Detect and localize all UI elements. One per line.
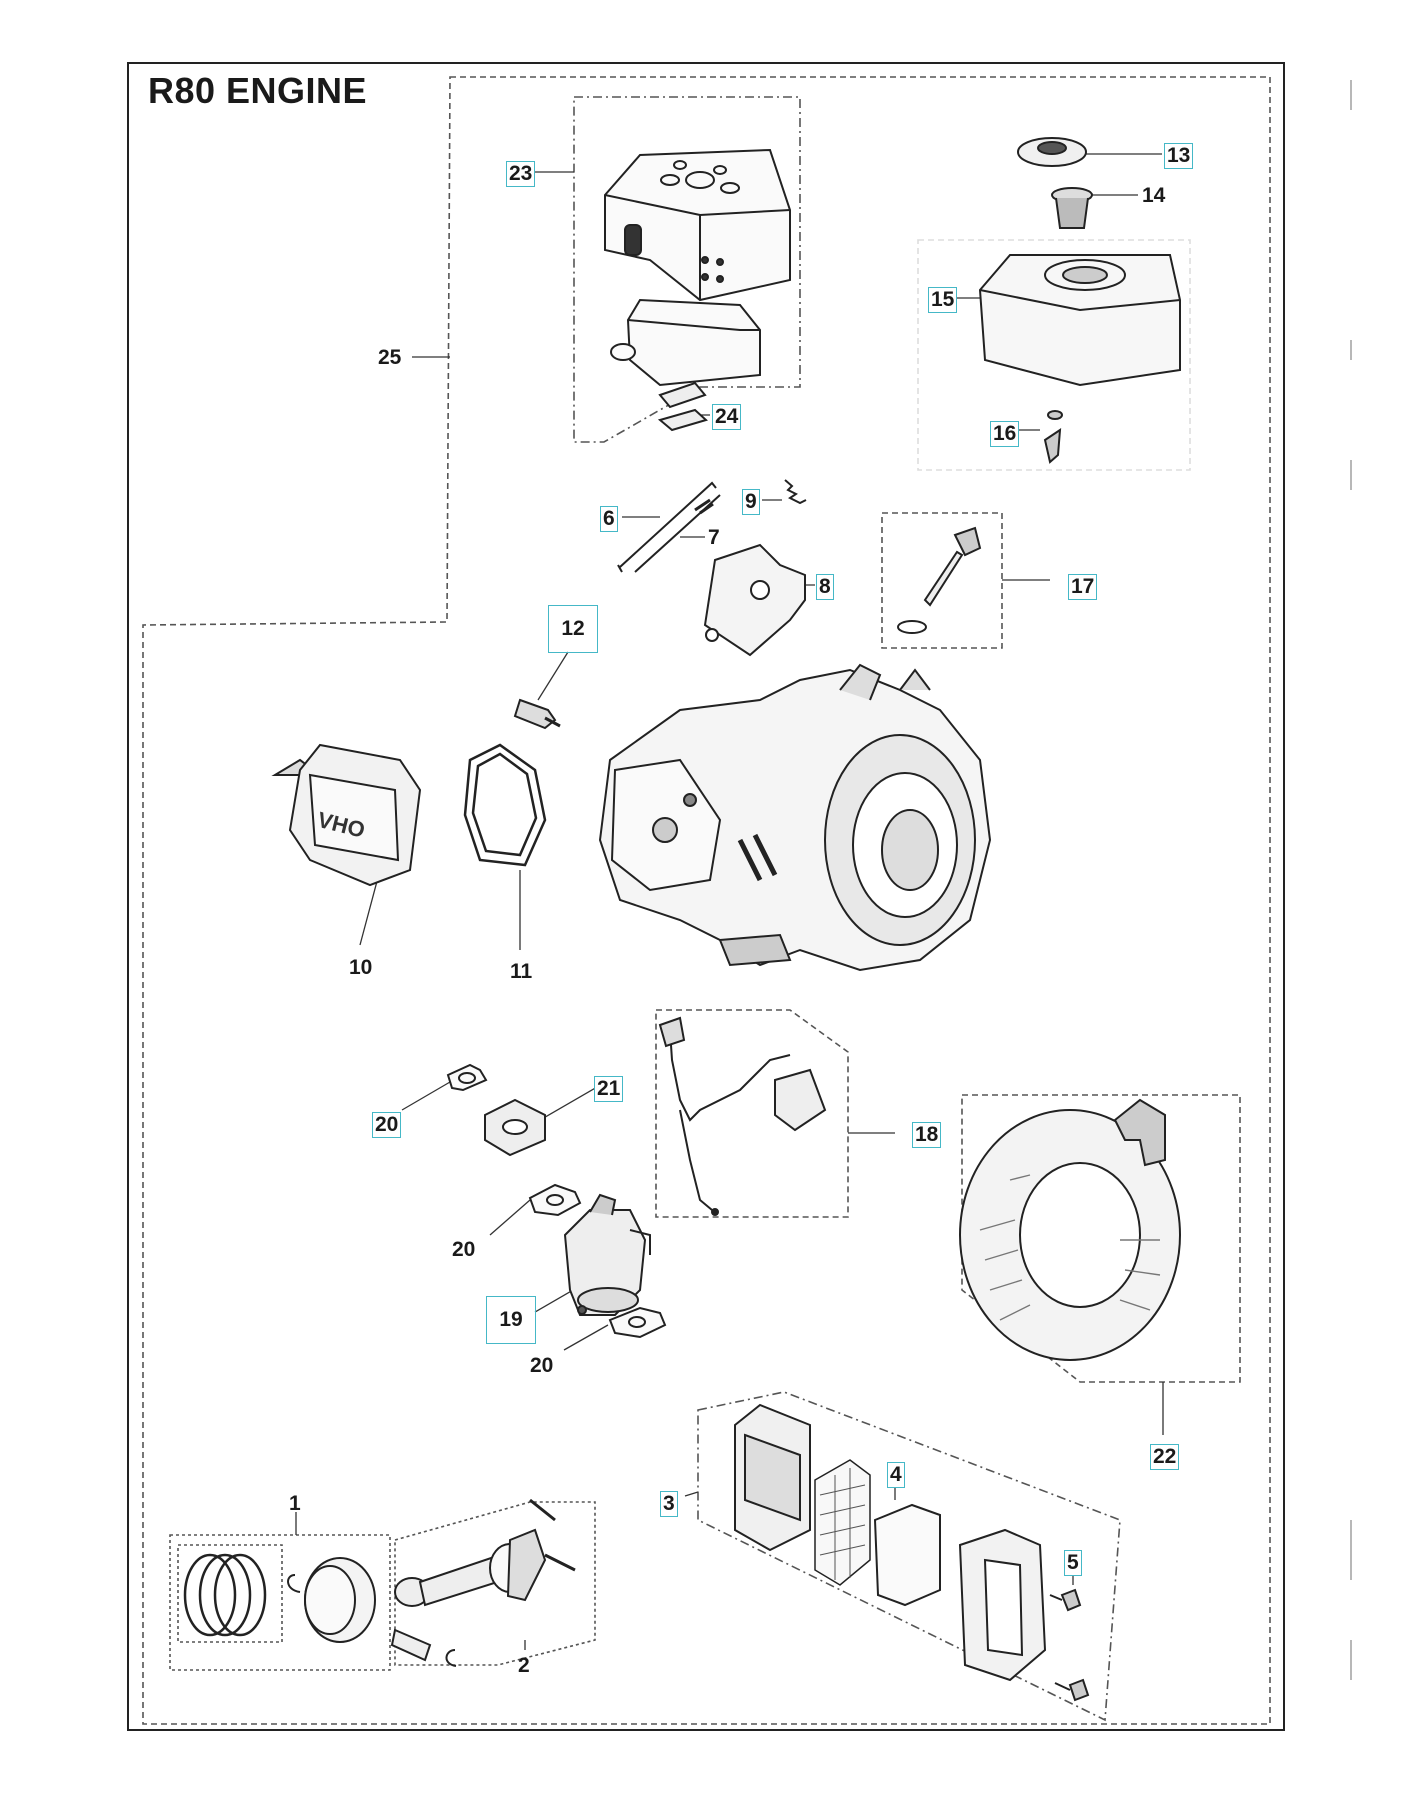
group-1-rings-outline [177, 1544, 283, 1643]
callout-19: 19 [486, 1296, 536, 1344]
part-3-filter-element [814, 1459, 871, 1586]
group-1-outline [169, 1534, 391, 1671]
scan-edge-mark [1350, 1520, 1352, 1580]
part-13-fuel-cap [1017, 137, 1087, 167]
leader-21 [539, 1086, 598, 1121]
engine-block [598, 663, 992, 972]
part-20-gasket-mid [528, 1183, 582, 1217]
part-17-oil-dipstick [897, 526, 982, 634]
callout-3: 3 [660, 1491, 678, 1517]
part-3-air-filter-base [734, 1403, 811, 1552]
callout-7: 7 [708, 526, 720, 549]
callout-20-bottom: 20 [530, 1354, 554, 1377]
callout-17: 17 [1068, 574, 1098, 600]
callout-6: 6 [600, 506, 618, 532]
callout-10: 10 [349, 956, 373, 979]
callout-20-mid: 20 [452, 1238, 476, 1261]
part-15-fuel-tank [978, 254, 1181, 387]
part-3-air-filter-cover [958, 1528, 1047, 1682]
leader-20b [489, 1199, 531, 1236]
callout-8: 8 [816, 574, 834, 600]
callout-18: 18 [912, 1122, 942, 1148]
group-15-outline [917, 239, 1191, 471]
diagram-sheet-border [127, 62, 1285, 1731]
part-1-piston-rings [183, 1553, 301, 1637]
part-1-piston [304, 1557, 376, 1643]
part-19-carburetor [563, 1193, 651, 1316]
part-6-7-governor-rods [617, 481, 721, 573]
part-18-ignition-coil [658, 1016, 827, 1216]
part-2-connecting-rod [394, 1498, 576, 1607]
part-1-piston-pin [390, 1628, 457, 1667]
callout-9: 9 [742, 489, 760, 515]
callout-24: 24 [712, 404, 742, 430]
leader-19 [534, 1289, 574, 1313]
callout-4: 4 [887, 1462, 905, 1488]
part-21-spacer [484, 1098, 546, 1157]
scan-edge-mark [1350, 340, 1352, 360]
callout-1: 1 [289, 1492, 301, 1515]
leader-12 [537, 651, 569, 701]
part-14-fuel-strainer [1051, 187, 1093, 229]
part-10-valve-cover: OHV [271, 743, 422, 887]
callout-5: 5 [1064, 1550, 1082, 1576]
part-9-spring [784, 479, 807, 505]
part-4-foam-filter [873, 1503, 941, 1607]
callout-2: 2 [518, 1654, 530, 1677]
group-22-outline [961, 1094, 1241, 1383]
callout-21: 21 [594, 1076, 624, 1102]
scan-edge-mark [1350, 80, 1352, 110]
callout-22: 22 [1150, 1444, 1180, 1470]
scan-edge-mark [1350, 1640, 1352, 1680]
callout-16: 16 [990, 421, 1020, 447]
group-17-outline [881, 512, 1003, 649]
page-title: R80 ENGINE [148, 70, 368, 111]
callout-25: 25 [378, 346, 402, 369]
callout-15: 15 [928, 287, 958, 313]
part-5-knob-screws [1049, 1588, 1090, 1702]
part-8-throttle-bracket [703, 543, 806, 657]
callout-20-top: 20 [372, 1112, 402, 1138]
part-11-valve-cover-gasket [463, 743, 547, 867]
leader-3 [684, 1491, 699, 1497]
scan-edge-mark [1350, 460, 1352, 490]
part-20-gasket-bottom [608, 1306, 667, 1339]
callout-14: 14 [1142, 184, 1166, 207]
leader-20c [563, 1324, 609, 1351]
part-20-gasket-top [446, 1063, 488, 1092]
part-16-fuel-valve [1043, 410, 1063, 464]
group-23-outline [573, 96, 801, 443]
callout-23: 23 [506, 161, 536, 187]
callout-11: 11 [510, 960, 533, 983]
group-18-outline [655, 1009, 849, 1218]
callout-13: 13 [1164, 143, 1194, 169]
leader-20a [401, 1081, 451, 1111]
assembly-25-outline [142, 76, 1271, 1725]
group-2-outline [394, 1501, 596, 1666]
part-23-muffler-cover [604, 148, 791, 432]
callout-12: 12 [548, 605, 598, 653]
part-12-spark-plug [513, 698, 561, 730]
part-22-recoil-starter [959, 1098, 1181, 1361]
